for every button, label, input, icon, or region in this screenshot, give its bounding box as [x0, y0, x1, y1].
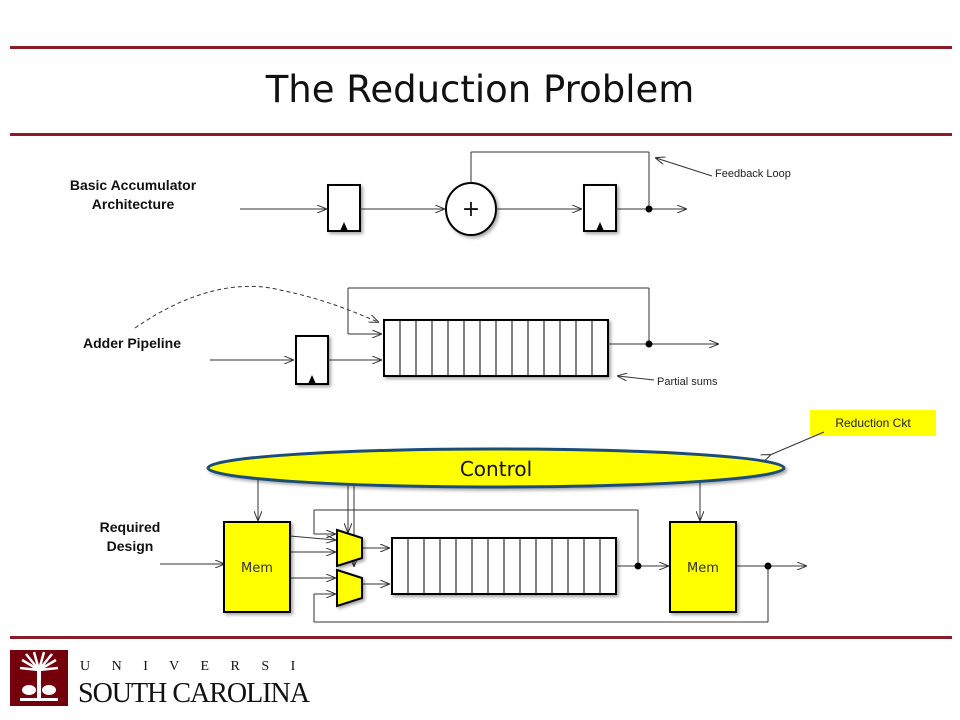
- required-design-diagram: [160, 431, 825, 623]
- required-stage-dividers: [407, 538, 601, 594]
- partial-sums-label: Partial sums: [657, 376, 718, 388]
- basic-label-line2: Architecture: [91, 196, 175, 212]
- adder-pipeline-label: Adder Pipeline: [82, 335, 182, 351]
- university-logo: U N I V E R S I T Y O F SOUTH CAROLINA.: [10, 648, 416, 715]
- required-label-line1: Required: [99, 519, 161, 535]
- basic-accumulator-diagram: [240, 151, 713, 236]
- mem-right-label: Mem: [687, 561, 719, 576]
- mem-right-block: [669, 521, 737, 613]
- top-rule: [10, 46, 952, 49]
- feedback-loop-label: Feedback Loop: [715, 168, 791, 180]
- logo-bottom-line: SOUTH CAROLINA.: [78, 678, 310, 709]
- adder-symbol: +: [462, 197, 480, 222]
- logo-graphic: U N I V E R S I T Y O F SOUTH CAROLINA.: [10, 650, 416, 709]
- adder-pipeline-diagram: [134, 285, 718, 385]
- required-label-line2: Design: [106, 538, 154, 554]
- pipeline-stage-dividers: [399, 320, 593, 376]
- title-underline-rule: [10, 133, 952, 136]
- slide-title: The Reduction Problem: [265, 68, 695, 111]
- control-ellipse: [206, 447, 786, 489]
- register-2: [583, 184, 617, 232]
- bottom-rule: [10, 636, 952, 639]
- mem-left-block: [223, 521, 291, 613]
- palmetto-tree-icon: [19, 651, 59, 701]
- mux-bottom: [336, 568, 363, 608]
- reduction-ckt-label: Reduction Ckt: [810, 410, 936, 436]
- control-label: Control: [460, 457, 532, 481]
- required-design-label: Required Design: [70, 518, 190, 556]
- logo-top-line: U N I V E R S I T Y O F: [80, 659, 310, 674]
- basic-accumulator-label: Basic Accumulator Architecture: [48, 176, 218, 214]
- basic-label-line1: Basic Accumulator: [69, 177, 197, 193]
- pipeline-input-register: [295, 335, 329, 385]
- register-1: [327, 184, 361, 232]
- mux-top: [336, 528, 363, 568]
- reduction-ckt-text: Reduction Ckt: [835, 416, 911, 430]
- mem-left-label: Mem: [241, 561, 273, 576]
